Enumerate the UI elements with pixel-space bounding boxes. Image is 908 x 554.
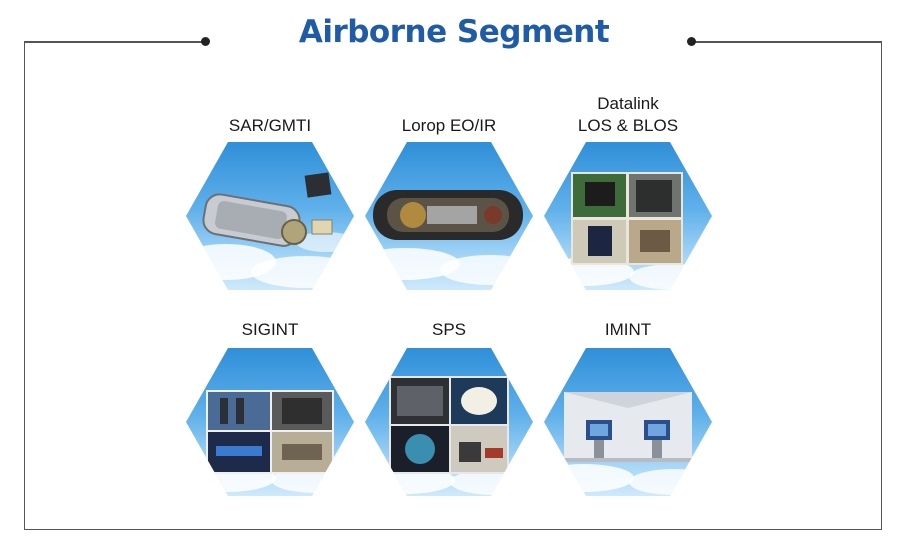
sps-image [365, 348, 533, 496]
frame-bottom-line [24, 529, 882, 530]
lorop-eo-ir-image [365, 142, 533, 290]
segment-label-line2: LOS & BLOS [577, 116, 679, 135]
imint-image [544, 348, 712, 496]
frame-top-right-line [692, 41, 882, 43]
frame-left-dot [201, 37, 210, 46]
frame-right-line [881, 41, 882, 530]
frame-top-left-line [24, 41, 206, 43]
segment-label: SPS [431, 320, 467, 339]
segment-label: IMINT [604, 320, 652, 339]
segment-label: SIGINT [241, 320, 299, 339]
frame-right-dot [687, 37, 696, 46]
datalink-image [544, 142, 712, 290]
frame-left-line [24, 41, 25, 530]
segment-label: Lorop EO/IR [401, 116, 497, 135]
segment-label: SAR/GMTI [228, 116, 312, 135]
sar-gmti-image [186, 142, 354, 290]
segment-label: Datalink [597, 94, 659, 113]
page-title: Airborne Segment [298, 14, 610, 50]
sigint-image [186, 348, 354, 496]
